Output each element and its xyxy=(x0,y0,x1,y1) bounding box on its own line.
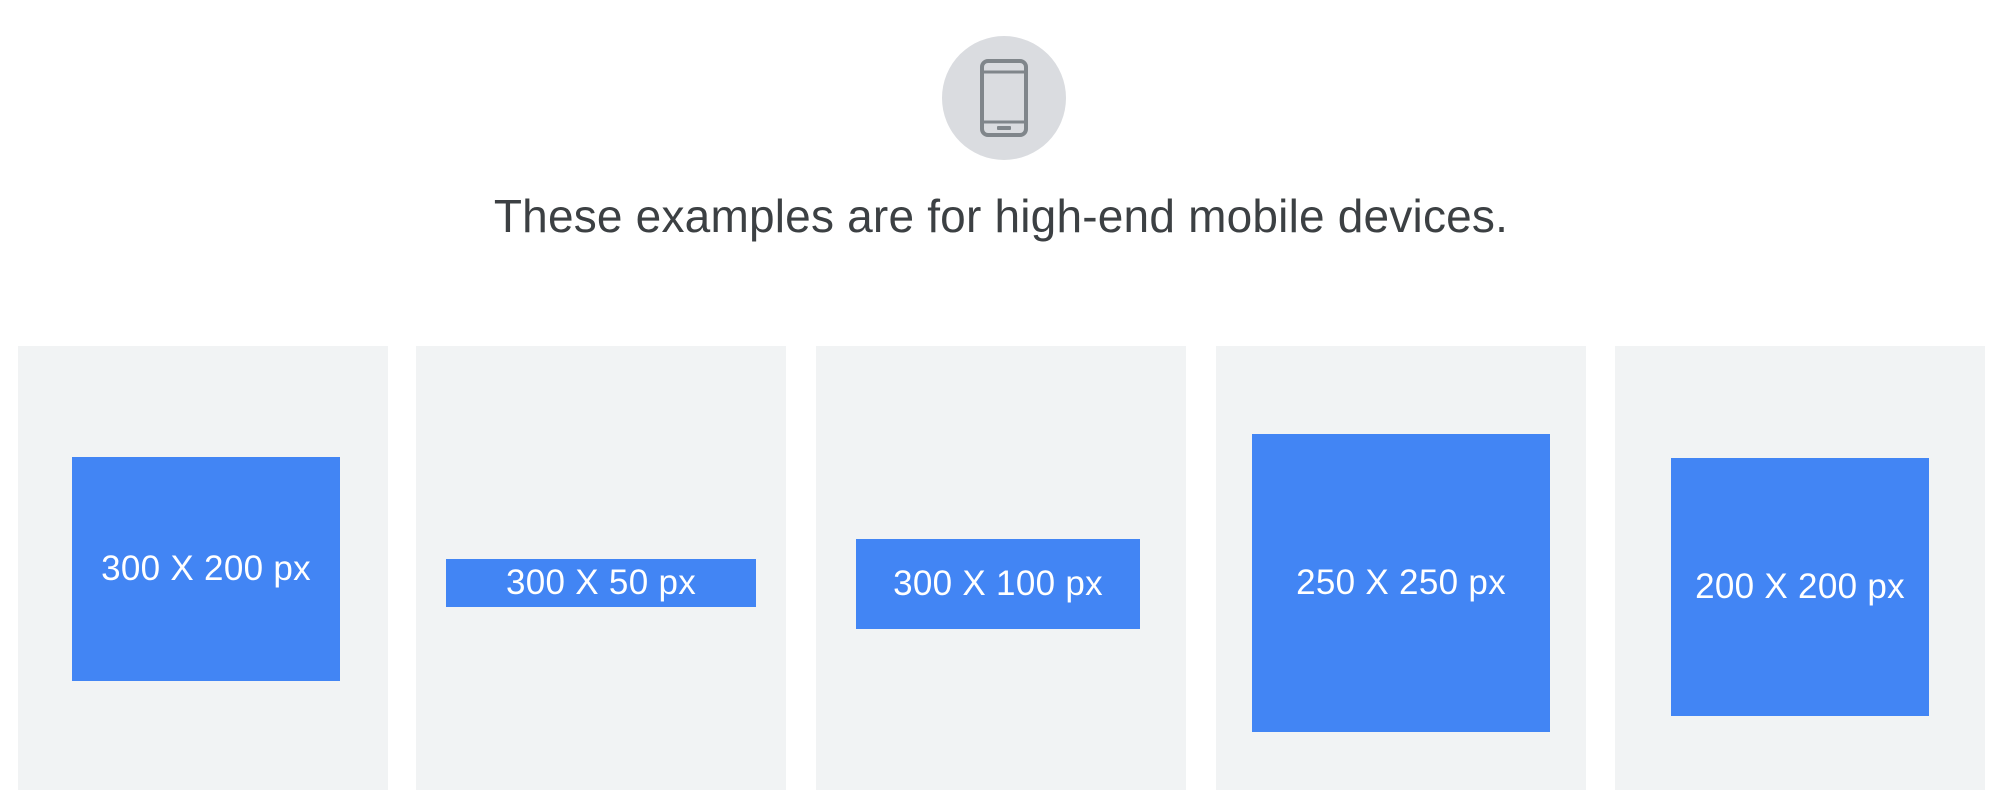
ad-size-label: 250 X 250 px xyxy=(1296,563,1506,602)
example-card-300x100: 300 X 100 px xyxy=(816,346,1186,790)
page-headline: These examples are for high-end mobile d… xyxy=(493,190,1509,242)
device-icon-badge xyxy=(942,36,1066,160)
ad-unit-300x200: 300 X 200 px xyxy=(72,457,340,681)
ad-unit-300x100: 300 X 100 px xyxy=(856,539,1140,629)
ad-unit-250x250: 250 X 250 px xyxy=(1252,434,1550,732)
ad-size-label: 300 X 200 px xyxy=(101,549,311,588)
ad-size-label: 300 X 100 px xyxy=(893,564,1103,603)
ad-size-label: 300 X 50 px xyxy=(505,563,697,602)
ad-size-label: 200 X 200 px xyxy=(1695,567,1905,606)
ad-unit-200x200: 200 X 200 px xyxy=(1671,458,1929,716)
smartphone-icon xyxy=(980,59,1028,137)
example-card-250x250: 250 X 250 px xyxy=(1216,346,1586,790)
example-card-300x200: 300 X 200 px xyxy=(18,346,388,790)
example-card-200x200: 200 X 200 px xyxy=(1615,346,1985,790)
example-card-300x50: 300 X 50 px xyxy=(416,346,786,790)
ad-unit-300x50: 300 X 50 px xyxy=(446,559,756,607)
